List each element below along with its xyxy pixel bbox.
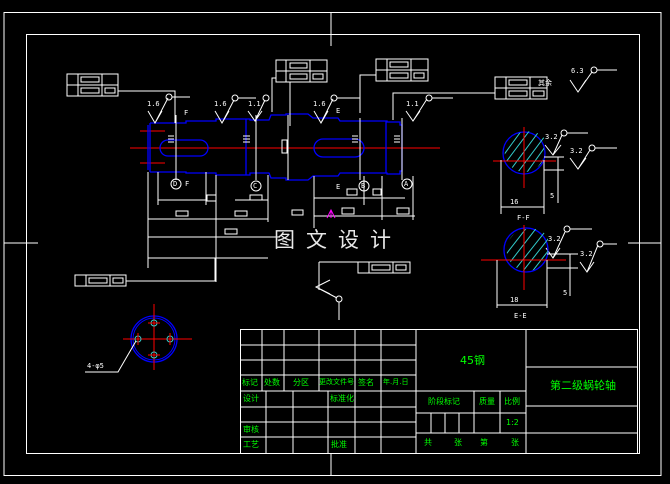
row-label: 更改文件号 (319, 378, 354, 386)
row-label: 标记 (242, 378, 258, 387)
title-block-grid (240, 329, 638, 454)
review-label: 审核 (243, 425, 259, 434)
scale-label: 比例 (504, 397, 520, 406)
cut-letter-f: F (184, 109, 189, 117)
sheet-total-label: 共 (424, 438, 432, 447)
tolerance-frame-6 (357, 261, 411, 274)
weight-label: 质量 (479, 397, 495, 406)
stage-mark-label: 阶段标记 (428, 397, 460, 406)
section-label-e: E-E (514, 312, 527, 320)
thread-marks (168, 135, 400, 143)
roughness-value: 3.2 (580, 250, 593, 258)
datum-letter: C (253, 182, 258, 190)
roughness-value: 3.2 (548, 235, 561, 243)
tolerance-frame-5 (74, 258, 216, 287)
process-label: 工艺 (243, 440, 259, 449)
hole-note: 4-φ5 (87, 362, 104, 370)
tolerance-frames (66, 58, 548, 287)
shaft-front-view (130, 113, 440, 181)
shaft-outline (147, 113, 403, 181)
cut-letter-f: F (185, 180, 190, 188)
sheet-number-label: 第 (480, 438, 488, 447)
watermark-text: 图文设计 (274, 228, 402, 252)
keyway-width-e: 18 (510, 296, 519, 304)
datum-d (170, 178, 182, 190)
roughness-value: 1.6 (313, 100, 326, 108)
tolerance-frame-2 (275, 59, 328, 83)
roughness-value: 1.6 (214, 100, 227, 108)
roughness-symbols (147, 66, 617, 320)
cut-letter-e: E (336, 183, 341, 191)
datum-markers (170, 178, 413, 192)
datum-letter: A (404, 180, 409, 188)
roughness-value: 3.2 (570, 147, 583, 155)
keyway-width-f: 16 (510, 198, 519, 206)
dimension-lines (147, 172, 415, 290)
keyway-depth-f: 5 (550, 192, 555, 200)
roughness-note: 其余 (538, 79, 552, 87)
keyway-depth-e: 5 (563, 289, 568, 297)
row-label: 年.月.日 (383, 378, 409, 386)
row-label: 分区 (293, 378, 309, 387)
end-view (85, 304, 192, 373)
roughness-general-value: 6.3 (571, 67, 584, 75)
datum-letter: D (173, 180, 178, 188)
view-marker (326, 208, 336, 219)
scale-value: 1:2 (506, 418, 519, 427)
row-label: 处数 (264, 378, 280, 387)
roughness-value: 3.2 (545, 133, 558, 141)
roughness-value: 1.1 (248, 100, 261, 108)
part-name: 第二级蜗轮轴 (550, 379, 616, 392)
datum-a (401, 178, 413, 190)
section-label-f: F-F (517, 214, 530, 222)
datum-letter: B (361, 182, 366, 190)
sheet-unit-label: 张 (454, 438, 462, 447)
cut-letter-e: E (336, 107, 341, 115)
sheet-unit-label: 张 (511, 438, 519, 447)
approve-label: 批准 (331, 440, 347, 449)
tolerance-frame-3 (359, 58, 429, 113)
tolerance-frame-1 (66, 73, 176, 123)
material-label: 45钢 (460, 354, 485, 367)
row-label: 签名 (358, 378, 374, 387)
design-label: 设计 (243, 394, 259, 403)
datum-c (250, 180, 262, 192)
roughness-value: 1.6 (147, 100, 160, 108)
outer-border (3, 12, 662, 476)
roughness-value: 1.1 (406, 100, 419, 108)
tolerance-frame-4 (392, 76, 548, 120)
standardization-label: 标准化 (330, 394, 354, 403)
datum-b (358, 180, 370, 192)
